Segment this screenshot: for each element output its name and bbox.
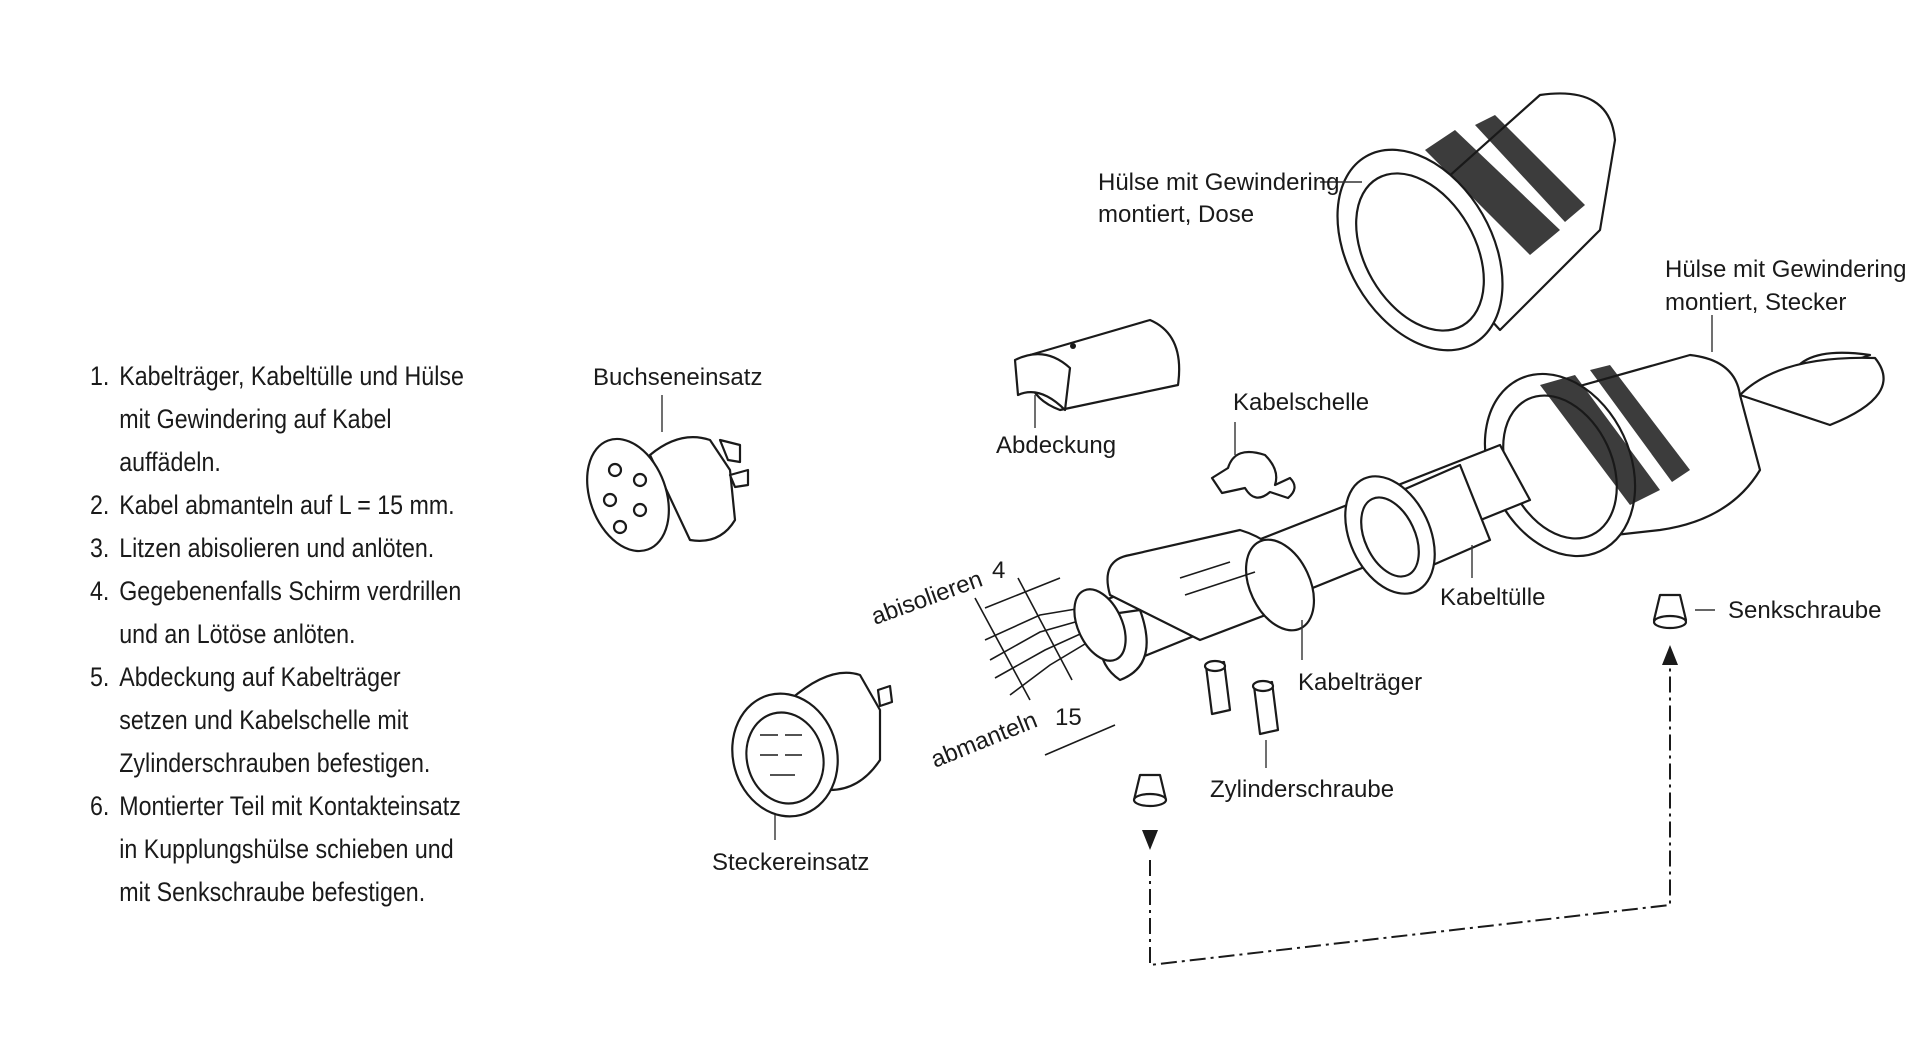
- label-abdeckung: Abdeckung: [996, 432, 1116, 459]
- cable-carrier-part: [1098, 528, 1316, 682]
- dim-label-4: 4: [992, 557, 1005, 584]
- label-huelse-stecker-2: montiert, Stecker: [1665, 289, 1846, 316]
- step-item: 6. Montierter Teil mit Kontakteinsatz in …: [90, 785, 468, 914]
- dim-label-15: 15: [1055, 704, 1082, 731]
- step-item: 3. Litzen abisolieren und anlöten.: [90, 527, 468, 570]
- arrow-down-icon: [1142, 830, 1158, 850]
- label-huelse-stecker-1: Hülse mit Gewindering: [1665, 256, 1906, 283]
- cylinder-screws-part: [1203, 659, 1280, 736]
- label-abisolieren: abisolieren: [868, 566, 986, 631]
- step-item: 5. Abdeckung auf Kabelträger setzen und K…: [90, 656, 468, 785]
- stripped-wires: [984, 588, 1127, 696]
- step-item: 1. Kabelträger, Kabeltülle und Hülse mit …: [90, 355, 468, 484]
- arrow-up-icon: [1662, 645, 1678, 665]
- step-item: 2. Kabel abmanteln auf L = 15 mm.: [90, 484, 468, 527]
- plug-insert-part: [731, 671, 894, 818]
- step-number: 6.: [90, 791, 110, 821]
- step-text: Litzen abisolieren und anlöten.: [119, 533, 435, 563]
- step-number: 2.: [90, 490, 110, 520]
- socket-sleeve-part: [1336, 92, 1617, 352]
- countersunk-screw-right: [1652, 593, 1688, 630]
- cable-bushing-part: [1344, 463, 1492, 595]
- label-kabelschelle: Kabelschelle: [1233, 389, 1369, 416]
- countersunk-screw-left: [1132, 773, 1168, 808]
- label-buchseneinsatz: Buchseneinsatz: [593, 364, 762, 391]
- label-huelse-dose-2: montiert, Dose: [1098, 201, 1254, 228]
- strip-dimension: [974, 577, 1116, 756]
- step-number: 3.: [90, 533, 110, 563]
- step-text: Kabel abmanteln auf L = 15 mm.: [119, 490, 455, 520]
- plug-sleeve-part: [1483, 351, 1885, 558]
- cover-part: [1013, 318, 1181, 412]
- step-text: Abdeckung auf Kabelträger setzen und Kab…: [119, 662, 431, 778]
- socket-insert-part: [586, 436, 750, 553]
- step-text: Montierter Teil mit Kontakteinsatz in Ku…: [119, 791, 461, 907]
- label-huelse-dose-1: Hülse mit Gewindering: [1098, 169, 1339, 196]
- step-item: 4. Gegebenenfalls Schirm verdrillen und a…: [90, 570, 468, 656]
- label-kabeltraeger: Kabelträger: [1298, 669, 1422, 696]
- assembly-path: [1149, 665, 1671, 967]
- step-number: 1.: [90, 361, 110, 391]
- label-abmanteln: abmanteln: [927, 707, 1041, 774]
- label-kabeltuelle: Kabeltülle: [1440, 584, 1545, 611]
- step-text: Kabelträger, Kabeltülle und Hülse mit Ge…: [119, 361, 464, 477]
- cable-clamp-part: [1210, 450, 1296, 500]
- label-zylinderschraube: Zylinderschraube: [1210, 776, 1394, 803]
- label-senkschraube: Senkschraube: [1728, 597, 1881, 624]
- step-number: 5.: [90, 662, 110, 692]
- step-number: 4.: [90, 576, 110, 606]
- label-steckereinsatz: Steckereinsatz: [712, 849, 869, 876]
- step-text: Gegebenenfalls Schirm verdrillen und an …: [119, 576, 462, 649]
- assembly-steps-list: 1. Kabelträger, Kabeltülle und Hülse mit …: [90, 355, 468, 914]
